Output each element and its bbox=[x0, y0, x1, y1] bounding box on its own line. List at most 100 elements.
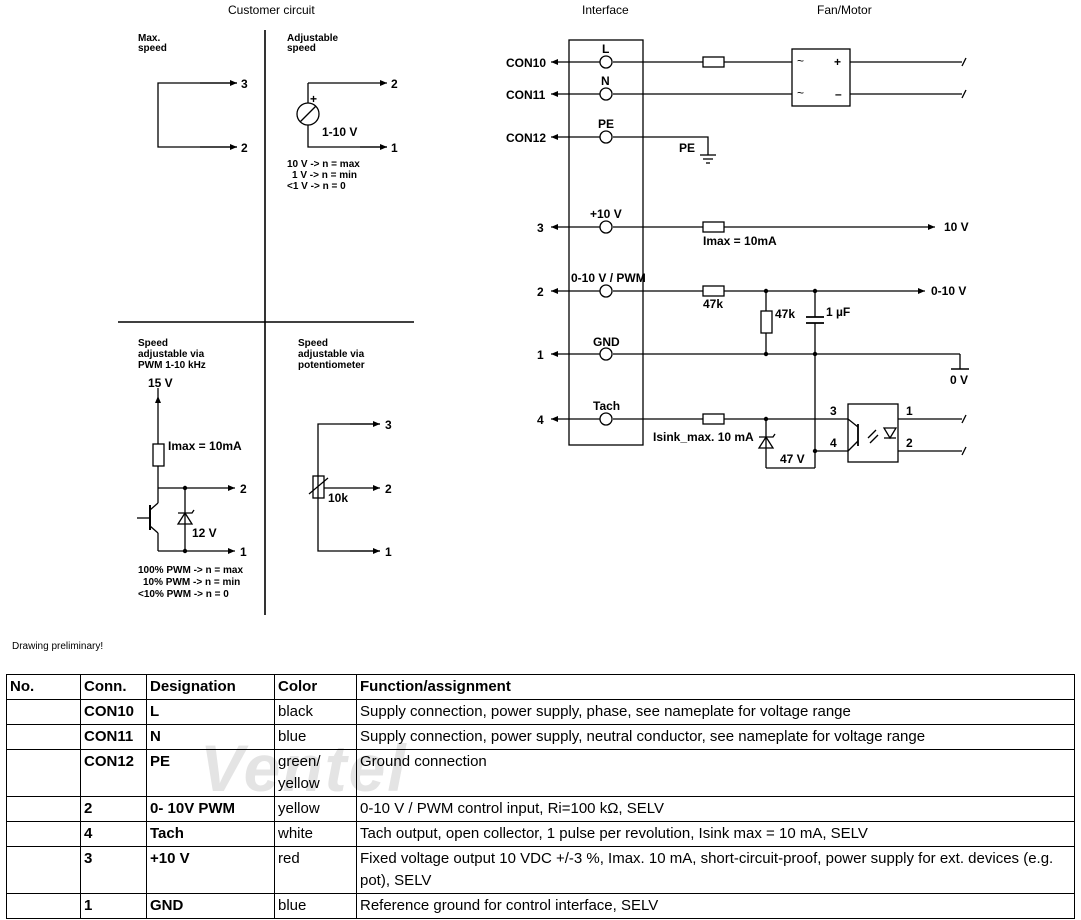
label-pwm-3: PWM 1-10 kHz bbox=[138, 360, 206, 371]
pin-pe: PE bbox=[598, 117, 614, 131]
pin-label: 2 bbox=[240, 482, 247, 496]
fuse-symbol bbox=[702, 56, 725, 68]
cell-color: yellow bbox=[274, 796, 357, 822]
label-con12: CON12 bbox=[506, 131, 546, 145]
tach-zener-diode bbox=[757, 435, 775, 449]
speed-rule: <1 V -> n = 0 bbox=[287, 181, 346, 192]
wiring-diagram: Customer circuit Interface Fan/Motor Max… bbox=[118, 3, 969, 615]
opto-pin: 3 bbox=[830, 404, 837, 418]
bridge-mark: ~ bbox=[797, 54, 804, 68]
terminal-circles bbox=[599, 55, 613, 426]
max-speed-jumper bbox=[157, 82, 237, 148]
cell-no bbox=[6, 796, 81, 822]
table-row: CON10 L black Supply connection, power s… bbox=[6, 699, 1075, 725]
pin-n: N bbox=[601, 74, 610, 88]
pin-label: 3 bbox=[241, 77, 248, 91]
drawing-note: Drawing preliminary! bbox=[12, 641, 104, 652]
pin-label: 2 bbox=[241, 141, 248, 155]
header-interface: Interface bbox=[582, 3, 629, 17]
opto-pin: 4 bbox=[830, 436, 837, 450]
pin-label: 1 bbox=[391, 141, 398, 155]
output-10v: 10 V bbox=[944, 220, 969, 234]
label-zener-12v: 12 V bbox=[192, 526, 217, 540]
label-pwm-2: adjustable via bbox=[138, 349, 205, 360]
ext-pin: 2 bbox=[537, 285, 544, 299]
cell-no bbox=[6, 699, 81, 725]
ext-pin: 1 bbox=[537, 348, 544, 362]
column-header: Color bbox=[274, 674, 357, 700]
bridge-mark: – bbox=[835, 87, 842, 101]
resistor-47k bbox=[760, 310, 773, 334]
ext-pin: 3 bbox=[537, 221, 544, 235]
bridge-mark: + bbox=[834, 55, 841, 69]
cell-no bbox=[6, 724, 81, 750]
cell-designation: 0- 10V PWM bbox=[146, 796, 275, 822]
label-imax-10ma: Imax = 10mA bbox=[703, 234, 777, 248]
cell-conn: 1 bbox=[80, 893, 147, 919]
header-fan-motor: Fan/Motor bbox=[817, 3, 872, 17]
table-row: 3 +10 V red Fixed voltage output 10 VDC … bbox=[6, 846, 1075, 894]
cell-designation: L bbox=[146, 699, 275, 725]
cell-function: Reference ground for control interface, … bbox=[356, 893, 1075, 919]
cell-no bbox=[6, 846, 81, 894]
cell-conn: CON12 bbox=[80, 749, 147, 797]
opto-pin: 2 bbox=[906, 436, 913, 450]
table-row: 2 0- 10V PWM yellow 0-10 V / PWM control… bbox=[6, 796, 1075, 822]
opto-pin: 1 bbox=[906, 404, 913, 418]
label-con10: CON10 bbox=[506, 56, 546, 70]
cell-color: black bbox=[274, 699, 357, 725]
pin-tach: Tach bbox=[593, 399, 620, 413]
cell-function: Supply connection, power supply, phase, … bbox=[356, 699, 1075, 725]
table-row: CON12 PE green/ yellow Ground connection bbox=[6, 749, 1075, 797]
rectifier-box bbox=[791, 48, 851, 107]
cell-function: 0-10 V / PWM control input, Ri=100 kΩ, S… bbox=[356, 796, 1075, 822]
pin-l: L bbox=[602, 42, 609, 56]
cell-conn: 3 bbox=[80, 846, 147, 894]
cell-function: Fixed voltage output 10 VDC +/-3 %, Imax… bbox=[356, 846, 1075, 894]
pwm-rule: 100% PWM -> n = max bbox=[138, 565, 243, 576]
label-pe-ground: PE bbox=[679, 141, 695, 155]
table-row: 4 Tach white Tach output, open collector… bbox=[6, 821, 1075, 847]
pin-10v: +10 V bbox=[590, 207, 622, 221]
cell-designation: PE bbox=[146, 749, 275, 797]
speed-rule: 1 V -> n = min bbox=[292, 170, 357, 181]
cell-no bbox=[6, 893, 81, 919]
table-row: CON11 N blue Supply connection, power su… bbox=[6, 724, 1075, 750]
pwm-rule: 10% PWM -> n = min bbox=[143, 577, 240, 588]
cell-no bbox=[6, 821, 81, 847]
cell-conn: 4 bbox=[80, 821, 147, 847]
label-pot: Speed bbox=[298, 338, 328, 349]
label-voltage-range: 1-10 V bbox=[322, 125, 357, 139]
column-header: Function/assignment bbox=[356, 674, 1075, 700]
cell-conn: CON10 bbox=[80, 699, 147, 725]
label-supply-15v: 15 V bbox=[148, 376, 173, 390]
label-con11: CON11 bbox=[506, 88, 546, 102]
pwm-zener-diode bbox=[176, 511, 194, 525]
label-pot-2: adjustable via bbox=[298, 349, 365, 360]
cell-designation: Tach bbox=[146, 821, 275, 847]
label-pwm: Speed bbox=[138, 338, 168, 349]
potentiometer bbox=[312, 475, 325, 499]
pin-label: 2 bbox=[385, 482, 392, 496]
cell-function: Ground connection bbox=[356, 749, 1075, 797]
cell-color: white bbox=[274, 821, 357, 847]
label-resistor: 47k bbox=[775, 307, 795, 321]
label-pot-value: 10k bbox=[328, 491, 348, 505]
label-adjustable-speed: Adjustable bbox=[287, 33, 339, 44]
cell-color: blue bbox=[274, 724, 357, 750]
column-header: Conn. bbox=[80, 674, 147, 700]
output-0-10v: 0-10 V bbox=[931, 284, 966, 298]
pin-label: 1 bbox=[385, 545, 392, 559]
cell-color: red bbox=[274, 846, 357, 894]
bridge-mark: ~ bbox=[797, 86, 804, 100]
pin-label: 3 bbox=[385, 418, 392, 432]
cell-function: Supply connection, power supply, neutral… bbox=[356, 724, 1075, 750]
pwm-resistor bbox=[152, 443, 165, 467]
pin-pwm: 0-10 V / PWM bbox=[571, 271, 646, 285]
plus-sign: + bbox=[310, 92, 317, 106]
column-header: No. bbox=[6, 674, 81, 700]
label-zener-47v: 47 V bbox=[780, 452, 805, 466]
pin-assignment-table: No. Conn. Designation Color Function/ass… bbox=[6, 674, 1075, 919]
cell-no bbox=[6, 749, 81, 797]
label-isink: Isink_max. 10 mA bbox=[653, 430, 754, 444]
